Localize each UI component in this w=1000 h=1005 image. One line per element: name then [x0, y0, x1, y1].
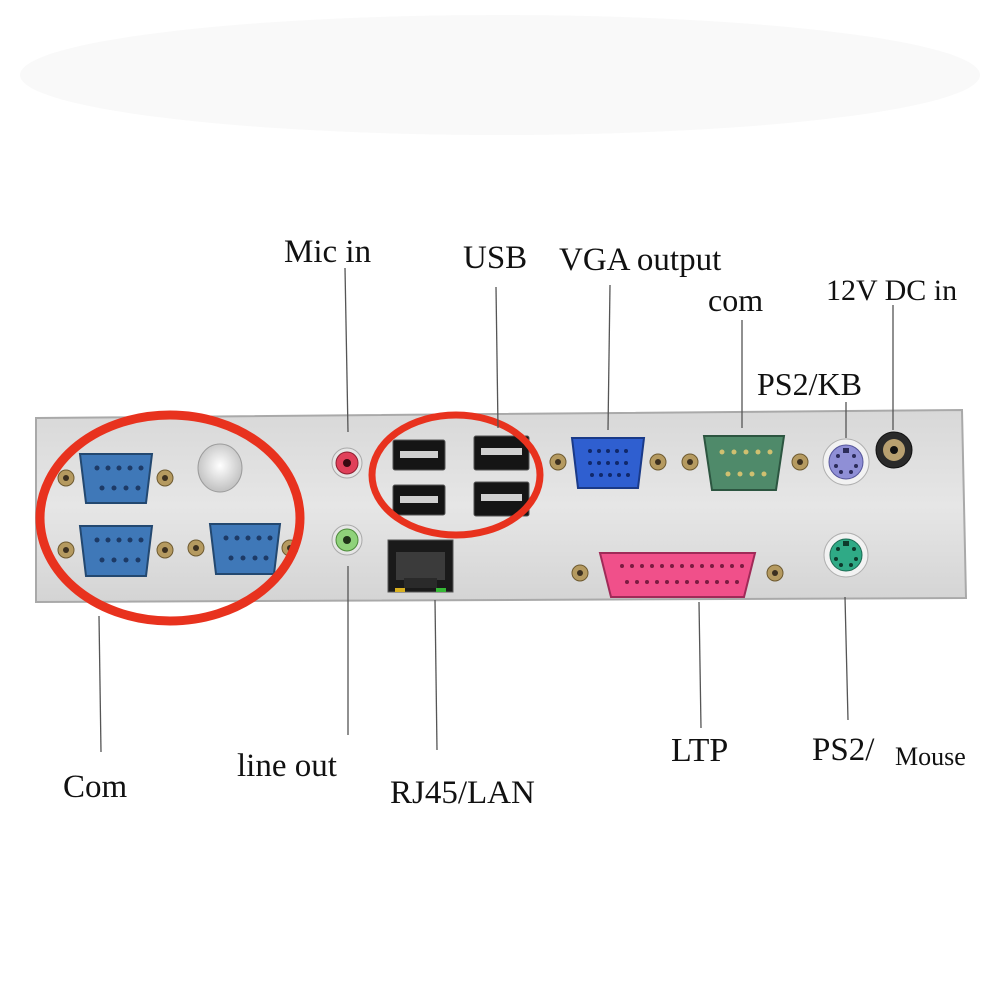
label-com-bottom: Com [63, 769, 128, 805]
usb-highlight-circle [368, 411, 544, 539]
ps2-mouse-port [823, 532, 869, 578]
com-highlight-circle [35, 410, 305, 626]
label-vga-output: VGA output [559, 242, 722, 278]
label-ps2-mouse: Mouse [895, 742, 966, 771]
leader-lines [98, 267, 894, 753]
leader-line-vga [607, 284, 611, 431]
leader-line-usb [495, 286, 499, 429]
label-line-out: line out [237, 748, 337, 784]
mic-in-jack [331, 447, 363, 479]
label-ps2-kb: PS2/KB [757, 366, 862, 402]
leader-line-rj45 [434, 599, 438, 751]
usb-ports [392, 435, 530, 517]
label-rj45-lan: RJ45/LAN [390, 775, 535, 811]
blank-hole [197, 443, 243, 493]
label-ps2-mouse-prefix: PS2/ [812, 732, 875, 768]
label-com-top: com [708, 282, 764, 318]
com-port-2 [57, 525, 174, 577]
label-mic-in: Mic in [284, 234, 372, 270]
rj45-lan-port [387, 539, 454, 593]
leader-line-ps2-mouse [844, 596, 849, 721]
parallel-ltp-port [571, 552, 784, 598]
label-ltp: LTP [671, 732, 729, 769]
vga-port [549, 437, 667, 489]
serial-com-port [681, 435, 809, 491]
ps2-keyboard-port [822, 438, 870, 486]
leader-line-ltp [698, 601, 702, 729]
label-dc-in: 12V DC in [826, 274, 958, 307]
leader-line-com-bottom [98, 615, 102, 753]
leader-line-mic-in [344, 267, 349, 433]
com-port-1 [57, 453, 174, 504]
label-usb: USB [463, 240, 528, 276]
dc-power-jack [875, 431, 913, 469]
background-glow [20, 15, 980, 135]
line-out-jack [331, 524, 363, 556]
